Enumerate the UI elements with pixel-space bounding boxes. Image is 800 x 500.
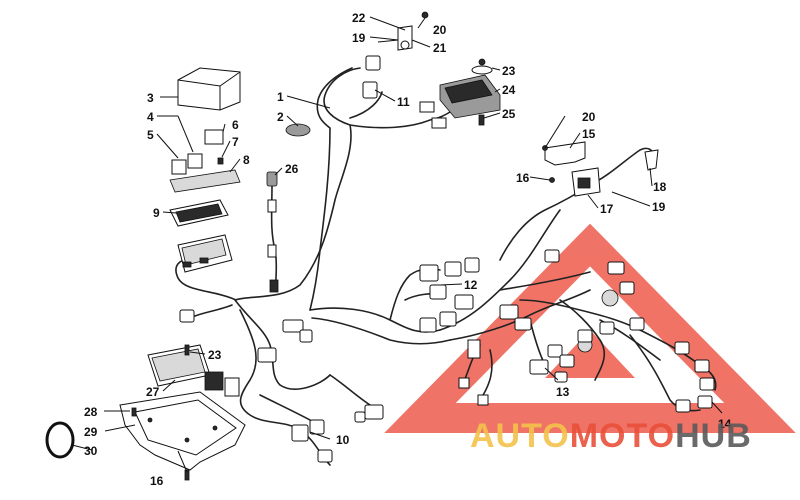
watermark-hub: HUB xyxy=(675,417,752,455)
callout-1: 1 xyxy=(277,90,284,104)
callout-23-top: 23 xyxy=(502,64,516,78)
leader-lines xyxy=(71,16,723,473)
svg-text:AUTOMOTOHUB: AUTOMOTOHUB xyxy=(470,417,752,455)
callout-11: 11 xyxy=(397,95,410,109)
callout-8: 8 xyxy=(243,153,250,167)
callout-21: 21 xyxy=(433,41,447,55)
callout-20-right: 20 xyxy=(582,110,596,124)
callout-10: 10 xyxy=(336,433,350,447)
connector-2 xyxy=(285,123,311,137)
fuse-box xyxy=(177,234,233,273)
callout-16-lower: 16 xyxy=(150,474,164,488)
callout-13: 13 xyxy=(556,385,570,399)
callout-20-top: 20 xyxy=(433,23,447,37)
callout-12: 12 xyxy=(464,278,478,292)
callout-17: 17 xyxy=(600,202,614,216)
callout-23-lower: 23 xyxy=(208,348,222,362)
fuse-strip xyxy=(169,169,241,193)
right-connectors xyxy=(544,249,715,413)
regulator-hardware xyxy=(471,58,493,126)
callout-5: 5 xyxy=(147,128,154,142)
callout-30: 30 xyxy=(84,444,98,458)
watermark-text: AUTOMOTOHUB xyxy=(470,417,752,455)
connector-11 xyxy=(362,55,381,99)
voltage-regulator xyxy=(419,74,501,129)
callout-2: 2 xyxy=(277,110,284,124)
fuse-box-gasket xyxy=(169,199,229,227)
callout-15: 15 xyxy=(582,127,596,141)
callout-19-right: 19 xyxy=(652,200,666,214)
mounting-tray xyxy=(119,344,246,481)
callout-labels: 1 2 3 4 5 6 7 8 9 10 11 12 13 14 15 16 1… xyxy=(84,11,732,488)
callout-19-top: 19 xyxy=(352,31,366,45)
callout-4: 4 xyxy=(147,110,154,124)
callout-22: 22 xyxy=(352,11,366,25)
callout-9: 9 xyxy=(153,206,160,220)
callout-18: 18 xyxy=(653,180,667,194)
relays xyxy=(171,129,224,175)
callout-24: 24 xyxy=(502,83,516,97)
callout-16-upper: 16 xyxy=(516,171,530,185)
callout-6: 6 xyxy=(232,118,239,132)
callout-26: 26 xyxy=(285,162,299,176)
connector-group-13 xyxy=(529,344,575,383)
sensor-26 xyxy=(266,171,279,293)
top-bracket xyxy=(377,11,429,51)
lower-center-connectors xyxy=(179,309,489,406)
callout-14: 14 xyxy=(718,417,732,431)
callout-3: 3 xyxy=(147,91,154,105)
right-bracket xyxy=(542,141,659,197)
relay-cover xyxy=(177,67,241,111)
callout-27: 27 xyxy=(146,385,160,399)
callout-25: 25 xyxy=(502,107,516,121)
callout-29: 29 xyxy=(84,425,98,439)
connector-group-12 xyxy=(419,257,532,333)
clamp-ring xyxy=(45,421,75,459)
callout-28: 28 xyxy=(84,405,98,419)
watermark-moto: MOTO xyxy=(570,417,675,455)
ecu-module xyxy=(147,344,240,397)
callout-7: 7 xyxy=(232,135,239,149)
watermark-auto: AUTO xyxy=(470,417,570,455)
